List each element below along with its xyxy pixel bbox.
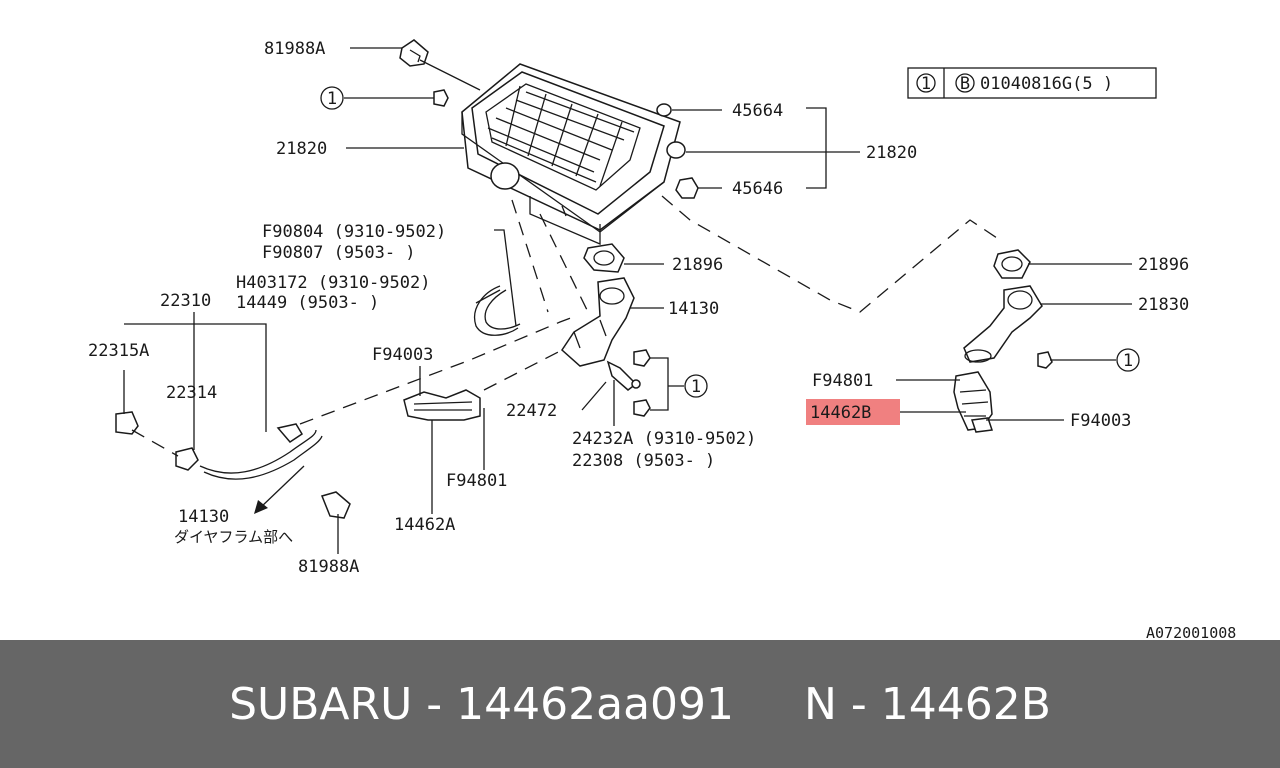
label-14449: 14449 (9503- ): [236, 293, 379, 313]
svg-text:1: 1: [327, 89, 337, 109]
bolt-21830: [1037, 351, 1053, 369]
callout-1-right: 1: [1116, 348, 1140, 372]
manifold-14130: [561, 277, 635, 367]
label-21820-left: 21820: [276, 139, 327, 159]
footer-separator: [734, 679, 804, 730]
routing-line-mid: [483, 347, 567, 391]
label-22314: 22314: [166, 383, 217, 403]
footer-reference: N - 14462B: [803, 678, 1051, 730]
cushion-45646: [675, 177, 699, 199]
label-22315a: 22315A: [88, 341, 149, 361]
highlight-14462b: [806, 399, 900, 425]
label-45664: 45664: [732, 101, 783, 121]
label-f94003-right: F94003: [1070, 411, 1131, 431]
svg-text:1: 1: [1123, 351, 1133, 371]
hose-22310: [175, 423, 323, 480]
clamp-81988a-bottom: [320, 491, 351, 519]
intake-box: [461, 63, 681, 245]
routing-line-hose: [131, 429, 179, 457]
label-f90807: F90807 (9503- ): [262, 243, 416, 263]
legend-num: 1: [921, 74, 931, 94]
callout-1-mid: 1: [684, 374, 708, 398]
label-diaphragm: ダイヤフラム部へ: [174, 528, 293, 546]
svg-text:1: 1: [691, 377, 701, 397]
legend-b: B: [960, 74, 970, 94]
routing-line-drop: [511, 199, 589, 313]
connector-22315a: [115, 411, 139, 435]
hose-14462a: [403, 389, 481, 421]
bolts-right: [633, 349, 651, 417]
label-22308: 22308 (9503- ): [572, 451, 715, 471]
footer-bar: SUBARU - 14462aa091 N - 14462B: [0, 640, 1280, 768]
label-81988a-top: 81988A: [264, 39, 325, 59]
label-21830: 21830: [1138, 295, 1189, 315]
label-21896-right: 21896: [1138, 255, 1189, 275]
label-14130-bottom: 14130: [178, 507, 229, 527]
label-h403172: H403172 (9310-9502): [236, 273, 430, 293]
label-81988a-bottom: 81988A: [298, 557, 359, 577]
sensor-24232a: [606, 360, 641, 391]
pipe-21830: [963, 285, 1043, 363]
label-f94003-left: F94003: [372, 345, 433, 365]
legend-box: 1 B 01040816G(5 ): [907, 67, 1157, 99]
leader-lines: [123, 47, 1132, 554]
label-14130-mid: 14130: [668, 299, 719, 319]
hose-14462b: [953, 371, 994, 433]
gasket-21896-mid: [583, 243, 625, 273]
hose-14449: [474, 285, 521, 336]
routing-line-right: [661, 195, 1001, 313]
label-14462b: 14462B: [810, 403, 871, 423]
label-diagram-code: A072001008: [1146, 624, 1236, 640]
label-22472: 22472: [506, 401, 557, 421]
label-21820-right: 21820: [866, 143, 917, 163]
label-f94801-right: F94801: [812, 371, 873, 391]
label-21896-mid: 21896: [672, 255, 723, 275]
footer-brand-part: SUBARU - 14462aa091: [229, 678, 735, 730]
gasket-21896-right: [993, 249, 1031, 279]
bolt-left: [433, 89, 449, 107]
routing-line-left: [299, 315, 577, 425]
label-14462a: 14462A: [394, 515, 455, 535]
label-22310: 22310: [160, 291, 211, 311]
arrow-to-diaphragm: [254, 465, 305, 514]
label-f94801-left: F94801: [446, 471, 507, 491]
parts-diagram: 1 B 01040816G(5 ) 1 1 1 81988A 21820 456…: [88, 39, 1236, 640]
callout-1-left: 1: [320, 86, 344, 110]
label-24232a: 24232A (9310-9502): [572, 429, 756, 449]
label-f90804: F90804 (9310-9502): [262, 222, 446, 242]
label-45646: 45646: [732, 179, 783, 199]
clamp-81988a-top: [399, 39, 429, 67]
clip-45664: [656, 103, 672, 117]
grommet-21820: [666, 141, 686, 159]
legend-text: 01040816G(5 ): [980, 74, 1113, 94]
